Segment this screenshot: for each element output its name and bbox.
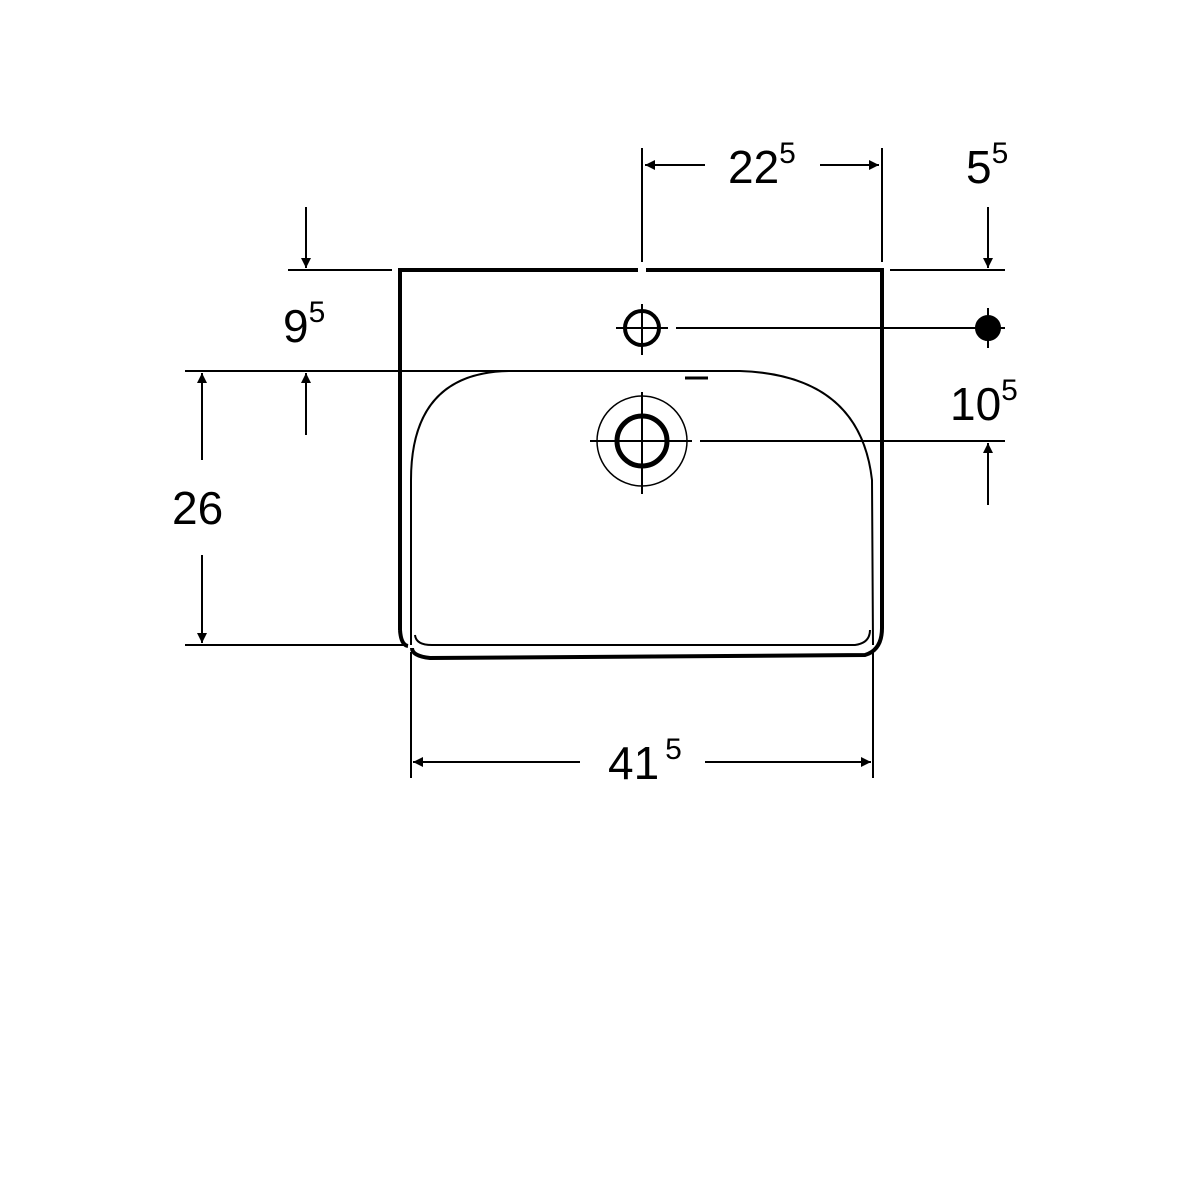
bowl-bottom <box>414 629 871 646</box>
basin-outer-outline <box>398 268 884 661</box>
dimension-bowl-width <box>410 652 874 778</box>
label-drain-offset: 105 <box>950 374 1018 430</box>
dimension-tap-offset <box>641 148 883 262</box>
dimension-drain-offset <box>700 440 1005 505</box>
dimension-tap-to-edge <box>676 207 1005 348</box>
basin-bowl-outline <box>410 370 874 646</box>
label-rim-depth: 95 <box>283 296 325 352</box>
label-bowl-depth: 26 <box>172 482 223 534</box>
label-tap-to-edge: 55 <box>966 137 1008 193</box>
drain-icon <box>590 392 692 494</box>
label-tap-offset: 225 <box>728 137 796 193</box>
dimension-rim-depth <box>185 207 550 435</box>
dimension-bowl-depth <box>185 373 405 646</box>
tap-hole-icon <box>616 304 668 355</box>
